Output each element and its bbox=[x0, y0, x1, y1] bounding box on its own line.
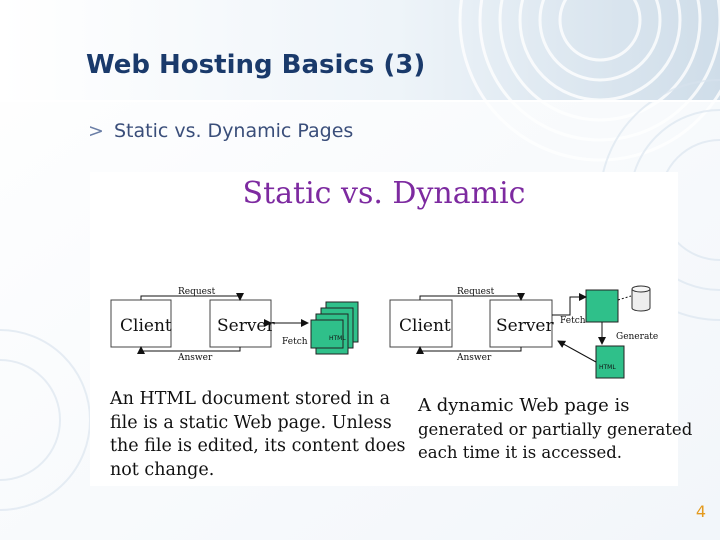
dynamic-html-file-icon bbox=[595, 345, 625, 379]
dynamic-caption: A dynamic Web page is generated or parti… bbox=[418, 394, 692, 465]
dynamic-caption-line: generated or partially generated bbox=[418, 419, 693, 439]
database-icon bbox=[631, 285, 651, 312]
static-request-arrow bbox=[140, 293, 244, 301]
static-server-label: Server bbox=[217, 316, 275, 336]
static-diagram: Client Server Request Answer Fetch HTML bbox=[110, 287, 359, 363]
dynamic-request-label: Request bbox=[457, 287, 495, 297]
static-vs-dynamic-figure: Client Server Request Answer Fetch HTML … bbox=[90, 172, 692, 486]
static-caption-line: An HTML document stored in a bbox=[110, 389, 391, 409]
static-fetch-label: Fetch bbox=[282, 337, 308, 347]
static-caption-line: the file is edited, its content does bbox=[110, 436, 406, 456]
page-number: 4 bbox=[695, 502, 706, 521]
subtitle-text: Static vs. Dynamic Pages bbox=[113, 120, 354, 142]
slide-subtitle: > Static vs. Dynamic Pages bbox=[88, 120, 353, 142]
dynamic-generate-label: Generate bbox=[616, 332, 658, 342]
dynamic-client-label: Client bbox=[399, 316, 451, 336]
dynamic-fetch-arrow bbox=[552, 293, 587, 316]
dynamic-server-label: Server bbox=[496, 316, 554, 336]
dynamic-caption-line: A dynamic Web page is bbox=[418, 395, 630, 416]
dynamic-answer-arrow bbox=[416, 346, 522, 354]
figure-heading: Static vs. Dynamic bbox=[242, 176, 526, 211]
figure-canvas: Client Server Request Answer Fetch HTML … bbox=[90, 172, 678, 486]
static-html-files-icon bbox=[310, 301, 359, 355]
dynamic-caption-line: each time it is accessed. bbox=[418, 443, 623, 462]
static-caption-line: file is a static Web page. Unless bbox=[110, 412, 392, 433]
bullet-arrow: > bbox=[88, 120, 104, 142]
static-answer-label: Answer bbox=[177, 353, 213, 363]
dynamic-diagram: Client Server Request Answer Fetch Gener… bbox=[389, 285, 658, 379]
static-client-label: Client bbox=[120, 316, 172, 336]
slide-title: Web Hosting Basics (3) bbox=[86, 50, 426, 80]
static-request-label: Request bbox=[178, 287, 216, 297]
static-caption: An HTML document stored in a file is a s… bbox=[110, 388, 406, 482]
dynamic-answer-label: Answer bbox=[456, 353, 492, 363]
static-file-label: HTML bbox=[329, 335, 346, 342]
dynamic-file-label: HTML bbox=[599, 364, 616, 371]
static-caption-line: not change. bbox=[110, 459, 215, 480]
dynamic-fetch-label: Fetch bbox=[560, 316, 586, 326]
dynamic-generator-box bbox=[585, 289, 619, 323]
dynamic-return-arrow bbox=[557, 340, 597, 363]
dynamic-request-arrow bbox=[419, 293, 525, 301]
static-answer-arrow bbox=[137, 346, 241, 354]
